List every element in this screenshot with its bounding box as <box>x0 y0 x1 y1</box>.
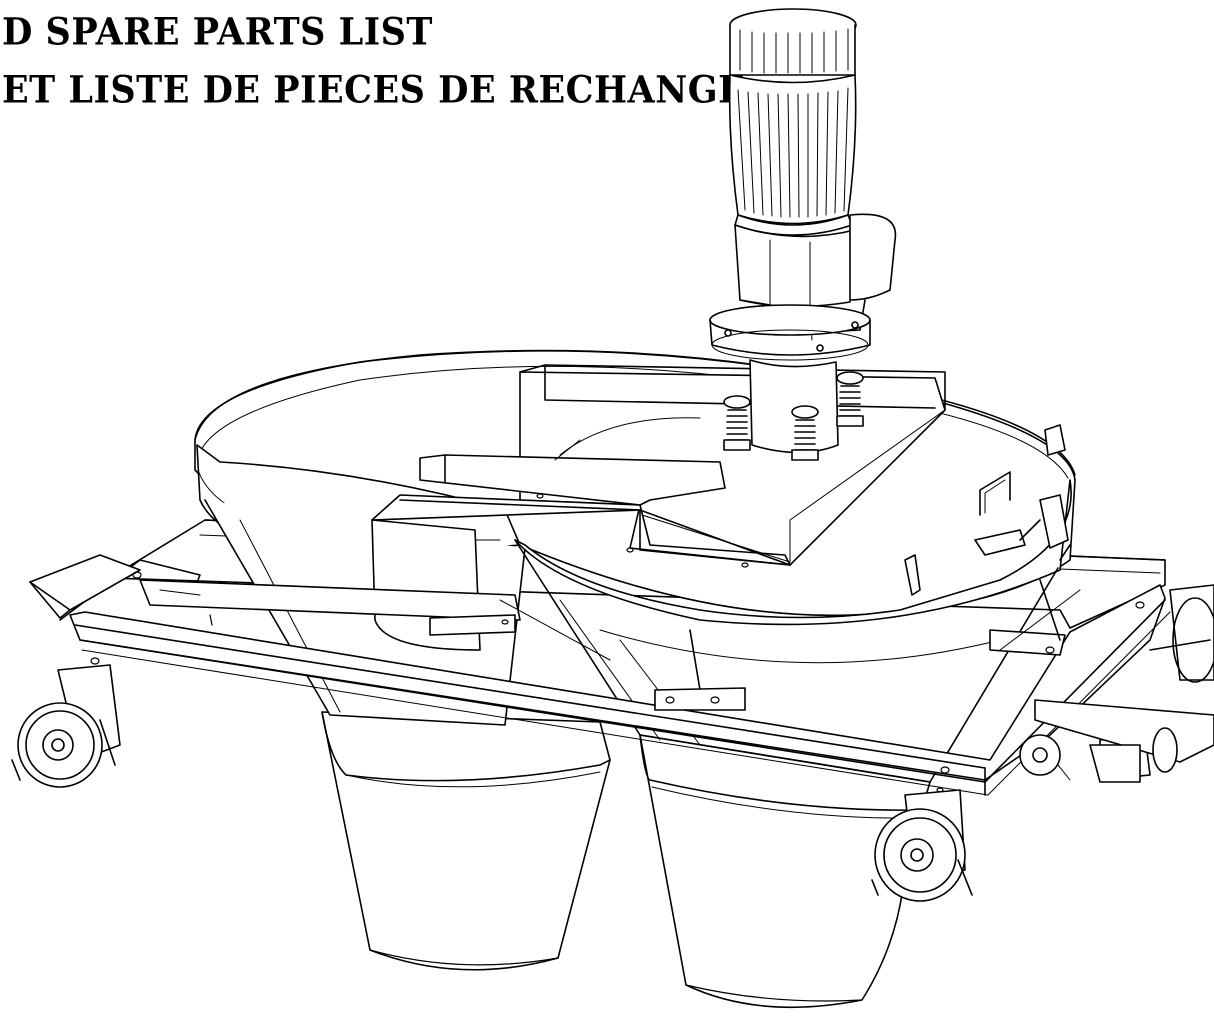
frame-bolts <box>91 494 1144 792</box>
left-side-tray <box>30 555 140 618</box>
motor-mount-flange <box>710 305 870 453</box>
spring-mount-left <box>724 396 750 450</box>
document-title-english: D SPARE PARTS LIST <box>2 10 433 55</box>
spring-mount-right <box>837 372 863 426</box>
lid-latch-clamps <box>905 425 1070 595</box>
wheel-rear-right <box>1170 585 1214 682</box>
frame-cross-members <box>140 580 1080 710</box>
document-title-french: ET LISTE DE PIECES DE RECHANGE <box>2 68 746 113</box>
front-frame-rail <box>70 585 1170 795</box>
drive-motor <box>730 9 856 235</box>
wheel-front-left <box>12 665 120 787</box>
spring-mount-center <box>792 406 818 460</box>
wheel-front-right <box>872 790 972 901</box>
left-lower-bucket <box>322 712 610 970</box>
lid-handle <box>980 472 1010 515</box>
wheel-rear-center <box>1020 640 1210 775</box>
right-lower-bucket <box>640 735 930 1007</box>
right-side-tray <box>1035 700 1214 782</box>
gearbox <box>735 214 895 340</box>
